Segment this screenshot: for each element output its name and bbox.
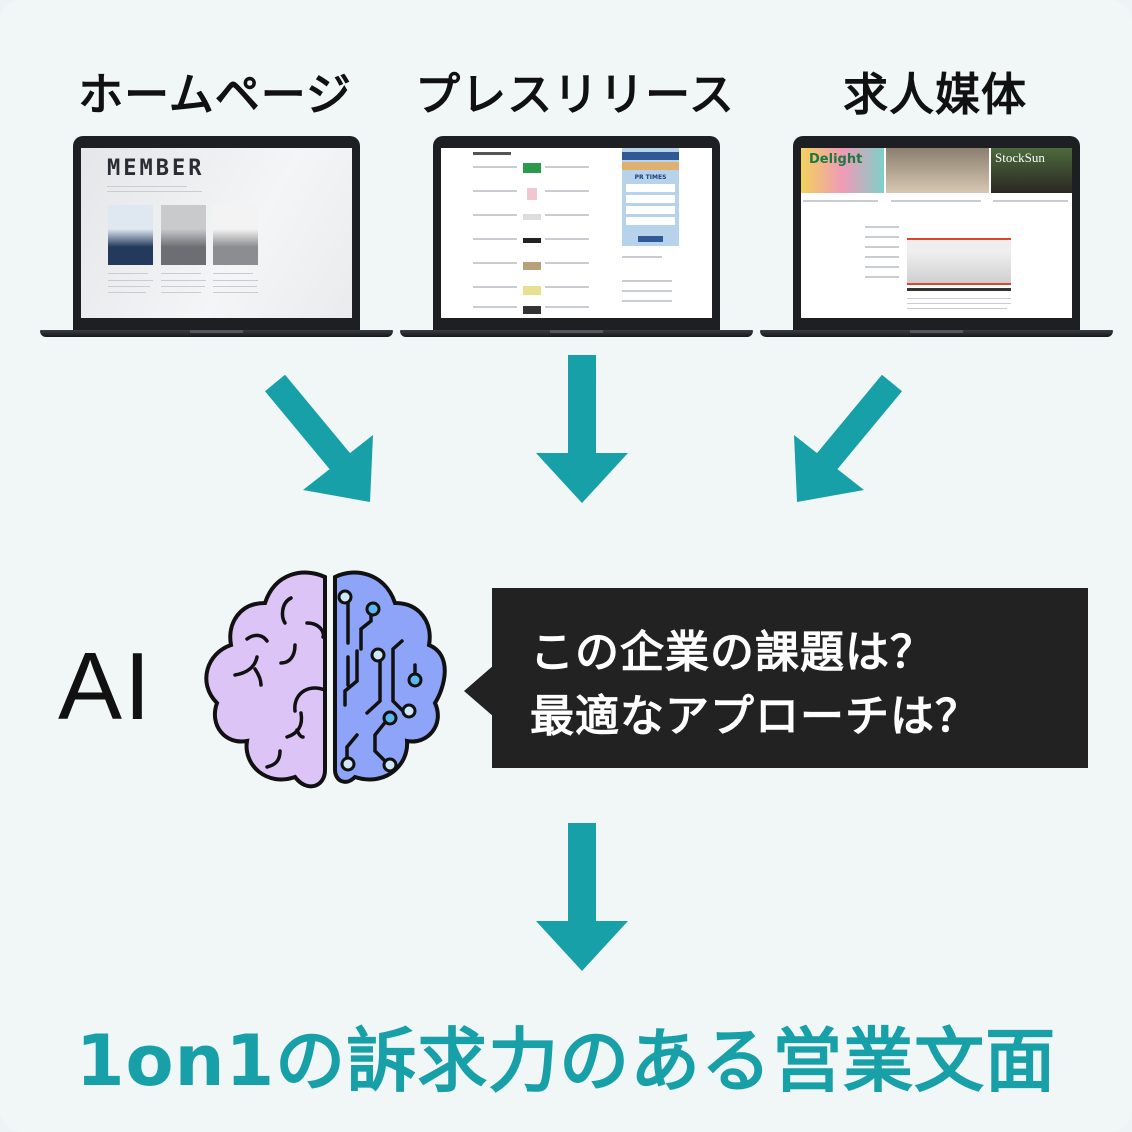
stocksun-banner: StockSun	[991, 148, 1072, 193]
laptop-job-media: Delight StockSun	[760, 136, 1113, 338]
pr-times-label: PR TIMES	[634, 174, 667, 181]
brain-icon	[204, 570, 447, 789]
office-photo	[886, 148, 989, 193]
callout-line-1: この企業の課題は？	[530, 627, 935, 678]
result-headline: 1on1の訴求力のある営業文面	[75, 1020, 1057, 1102]
job-media-screenshot: Delight StockSun	[801, 148, 1072, 318]
ai-label: AI	[58, 633, 153, 740]
pr-times-banner: PR TIMES	[622, 148, 679, 246]
job-photo	[907, 238, 1011, 285]
source-title-job-media: 求人媒体	[842, 68, 1027, 121]
member-photo	[161, 205, 206, 265]
source-title-homepage: ホームページ	[78, 68, 352, 121]
arrow-down-icon	[536, 823, 628, 971]
arrow-down-right-icon	[264, 374, 373, 502]
member-heading: MEMBER	[107, 156, 205, 181]
delight-banner: Delight	[801, 148, 884, 193]
delight-logo: Delight	[809, 152, 863, 167]
press-release-screenshot: PR TIMES	[441, 148, 712, 318]
ai-question-callout: この企業の課題は？ 最適なアプローチは？	[492, 588, 1088, 768]
source-title-press-release: プレスリリース	[415, 68, 735, 121]
member-photo	[213, 205, 258, 265]
arrow-down-icon	[536, 355, 628, 503]
stocksun-logo: StockSun	[995, 150, 1045, 165]
callout-pointer	[464, 665, 494, 717]
homepage-screenshot: MEMBER	[81, 148, 352, 318]
arrow-down-left-icon	[794, 374, 903, 502]
callout-line-2: 最適なアプローチは？	[530, 691, 980, 742]
laptop-press-release: PR TIMES	[400, 136, 753, 338]
member-photo	[108, 205, 153, 265]
laptop-homepage: MEMBER	[40, 136, 393, 338]
